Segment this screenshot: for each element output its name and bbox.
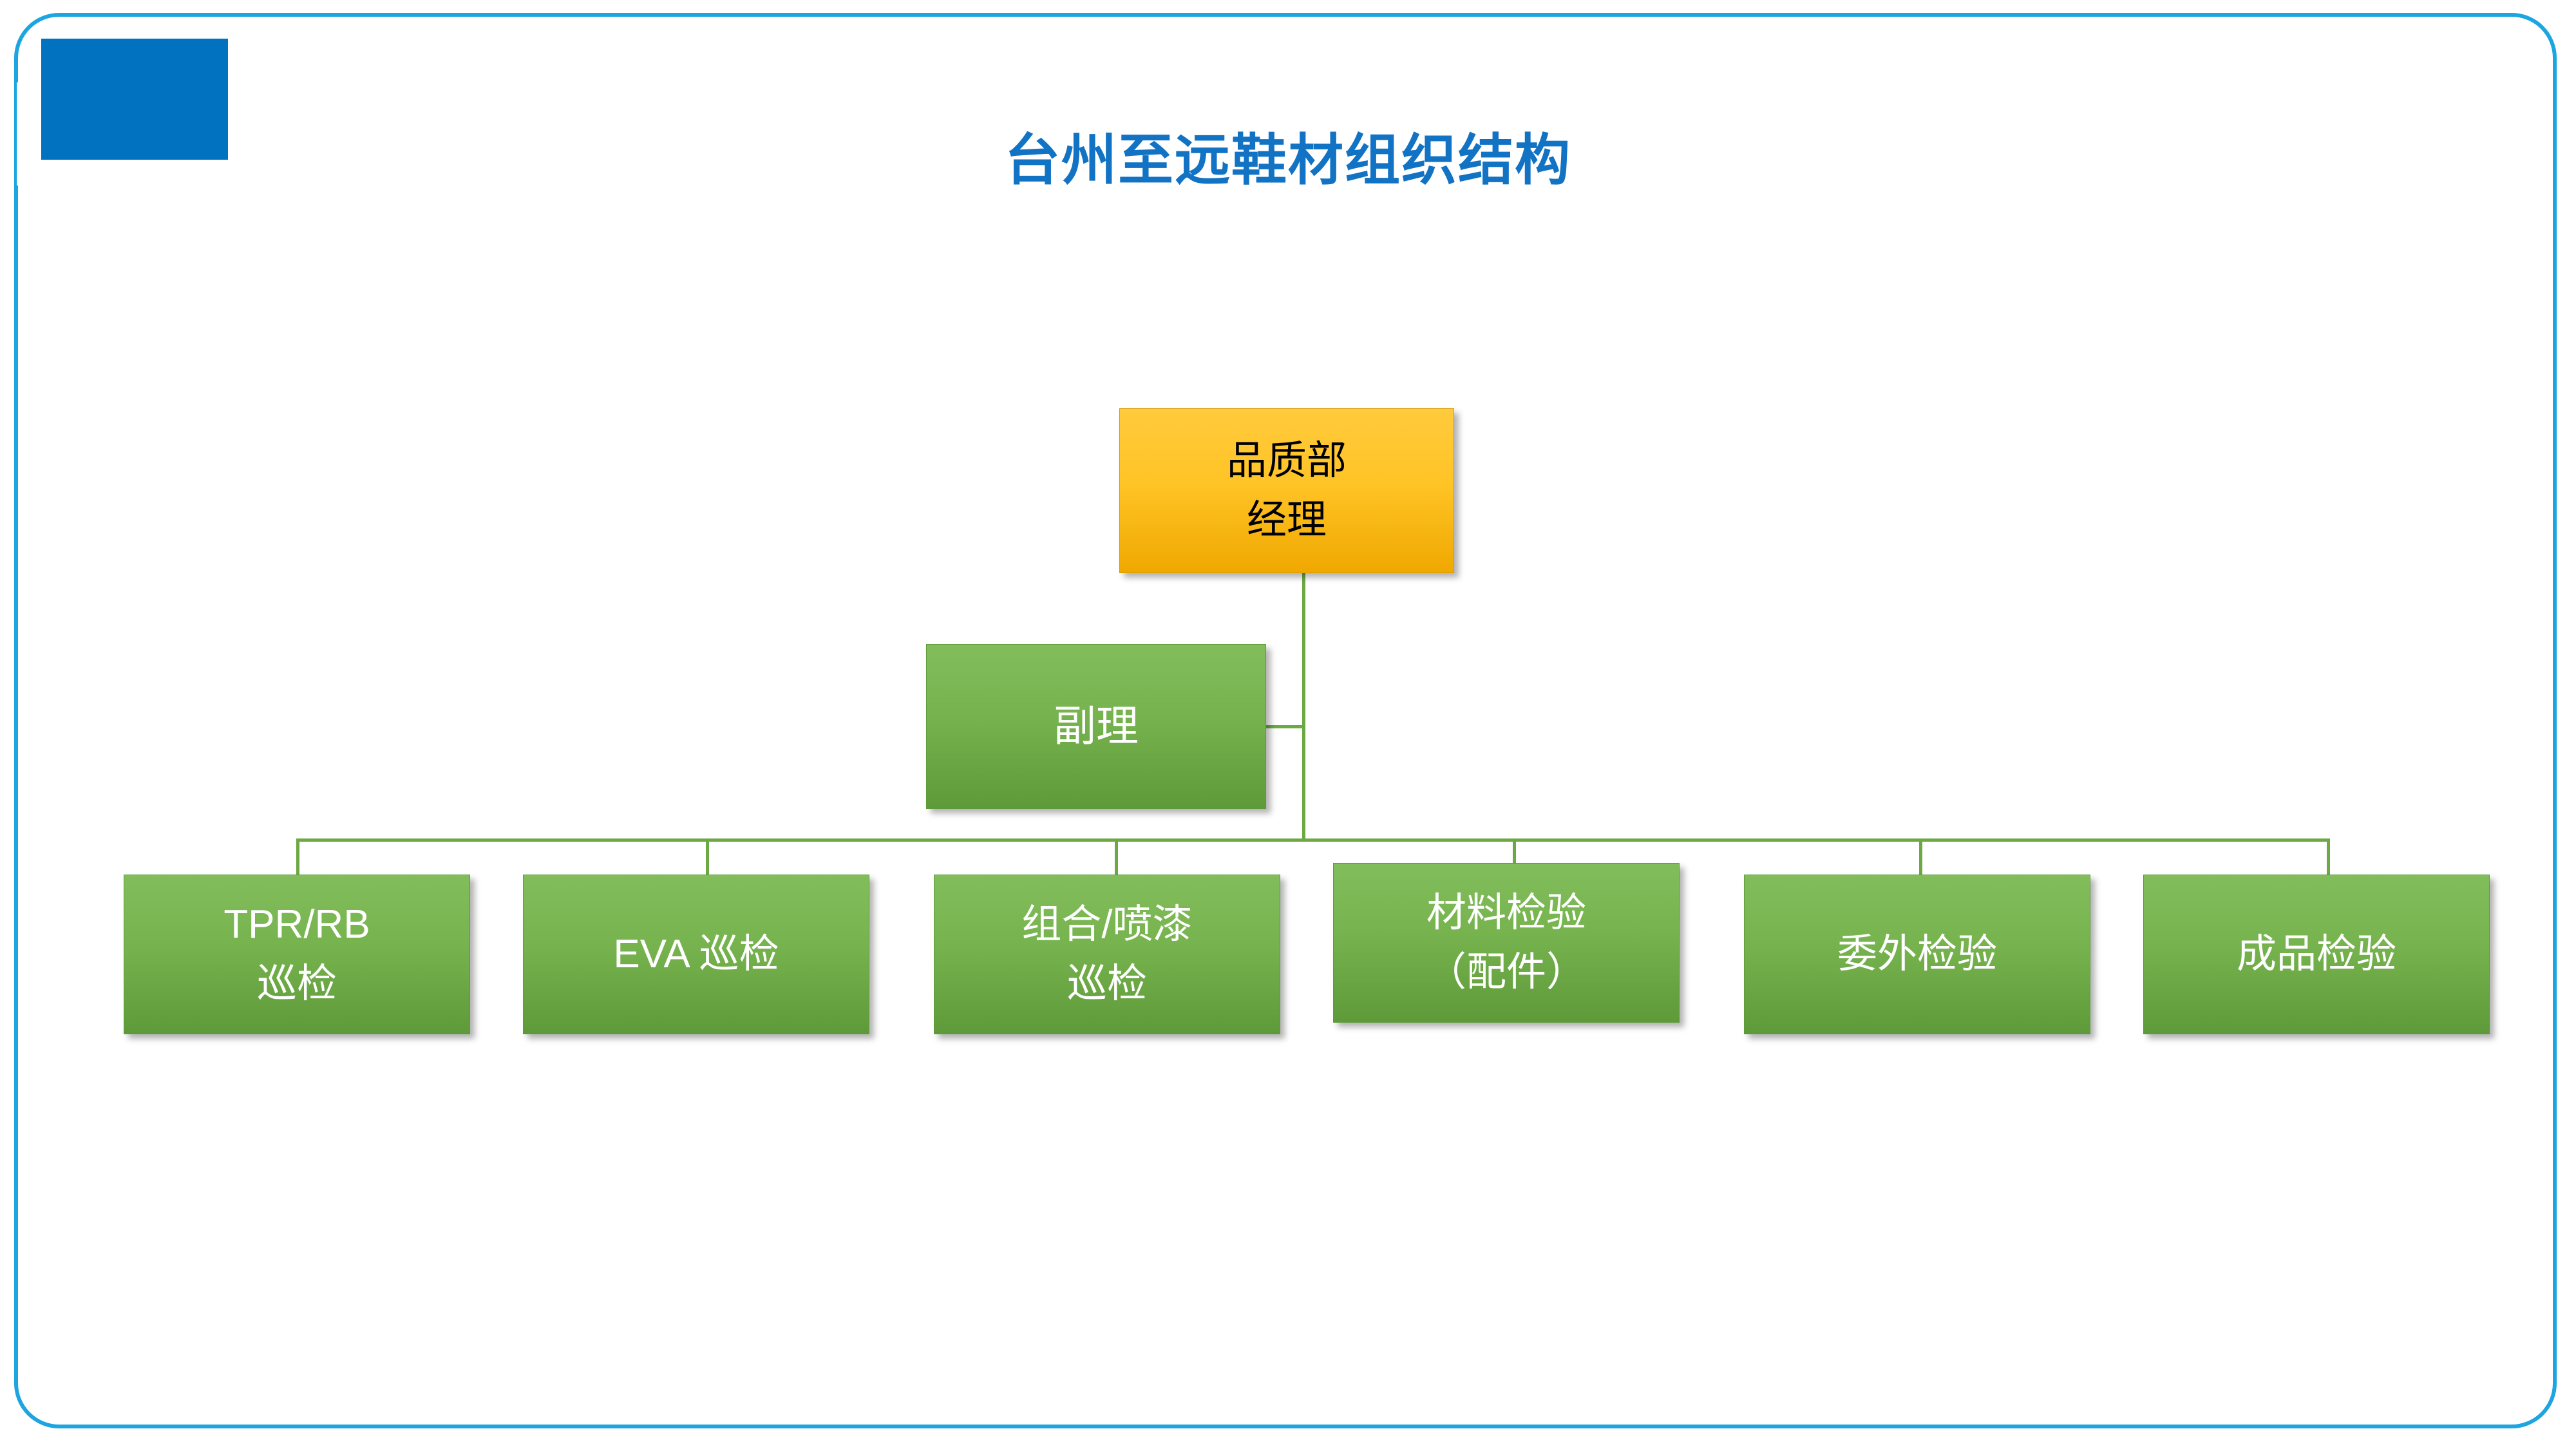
node-line: 委外检验 (1837, 932, 1997, 977)
accent-block (41, 39, 228, 160)
connector-drop-4 (1513, 838, 1516, 863)
node-line: 组合/喷漆 (1021, 902, 1193, 947)
node-line: 巡检 (256, 961, 337, 1006)
node-material-inspection[interactable]: 材料检验 （配件） (1333, 863, 1680, 1023)
node-line: 副理 (1054, 702, 1139, 750)
connector-drop-2 (706, 838, 709, 876)
node-line: 成品检验 (2236, 932, 2396, 977)
connector-root-trunk (1302, 572, 1305, 841)
connector-drop-1 (296, 838, 299, 876)
frame-mask (17, 82, 32, 185)
node-assembly-paint-inspection[interactable]: 组合/喷漆 巡检 (934, 875, 1280, 1034)
node-line: 巡检 (1066, 961, 1147, 1006)
node-line: TPR/RB (223, 902, 370, 947)
node-finished-goods-inspection[interactable]: 成品检验 (2143, 875, 2490, 1034)
node-line: 材料检验 (1426, 891, 1586, 936)
node-quality-manager[interactable]: 品质部 经理 (1119, 408, 1454, 573)
node-outsourced-inspection[interactable]: 委外检验 (1744, 875, 2090, 1034)
connector-deputy-stub (1264, 725, 1304, 728)
node-deputy-manager[interactable]: 副理 (926, 644, 1266, 809)
node-line: EVA 巡检 (613, 932, 779, 977)
connector-drop-5 (1919, 838, 1922, 876)
node-eva-inspection[interactable]: EVA 巡检 (523, 875, 869, 1034)
node-line: 品质部 (1226, 439, 1347, 484)
slide-frame-border (14, 13, 2557, 1428)
connector-drop-6 (2327, 838, 2330, 876)
node-tpr-rb-inspection[interactable]: TPR/RB 巡检 (124, 875, 470, 1034)
connector-bus (298, 838, 2329, 842)
connector-drop-3 (1115, 838, 1118, 876)
page-title: 台州至远鞋材组织结构 (1005, 129, 1571, 191)
node-line: （配件） (1426, 950, 1586, 994)
node-line: 经理 (1246, 498, 1327, 542)
